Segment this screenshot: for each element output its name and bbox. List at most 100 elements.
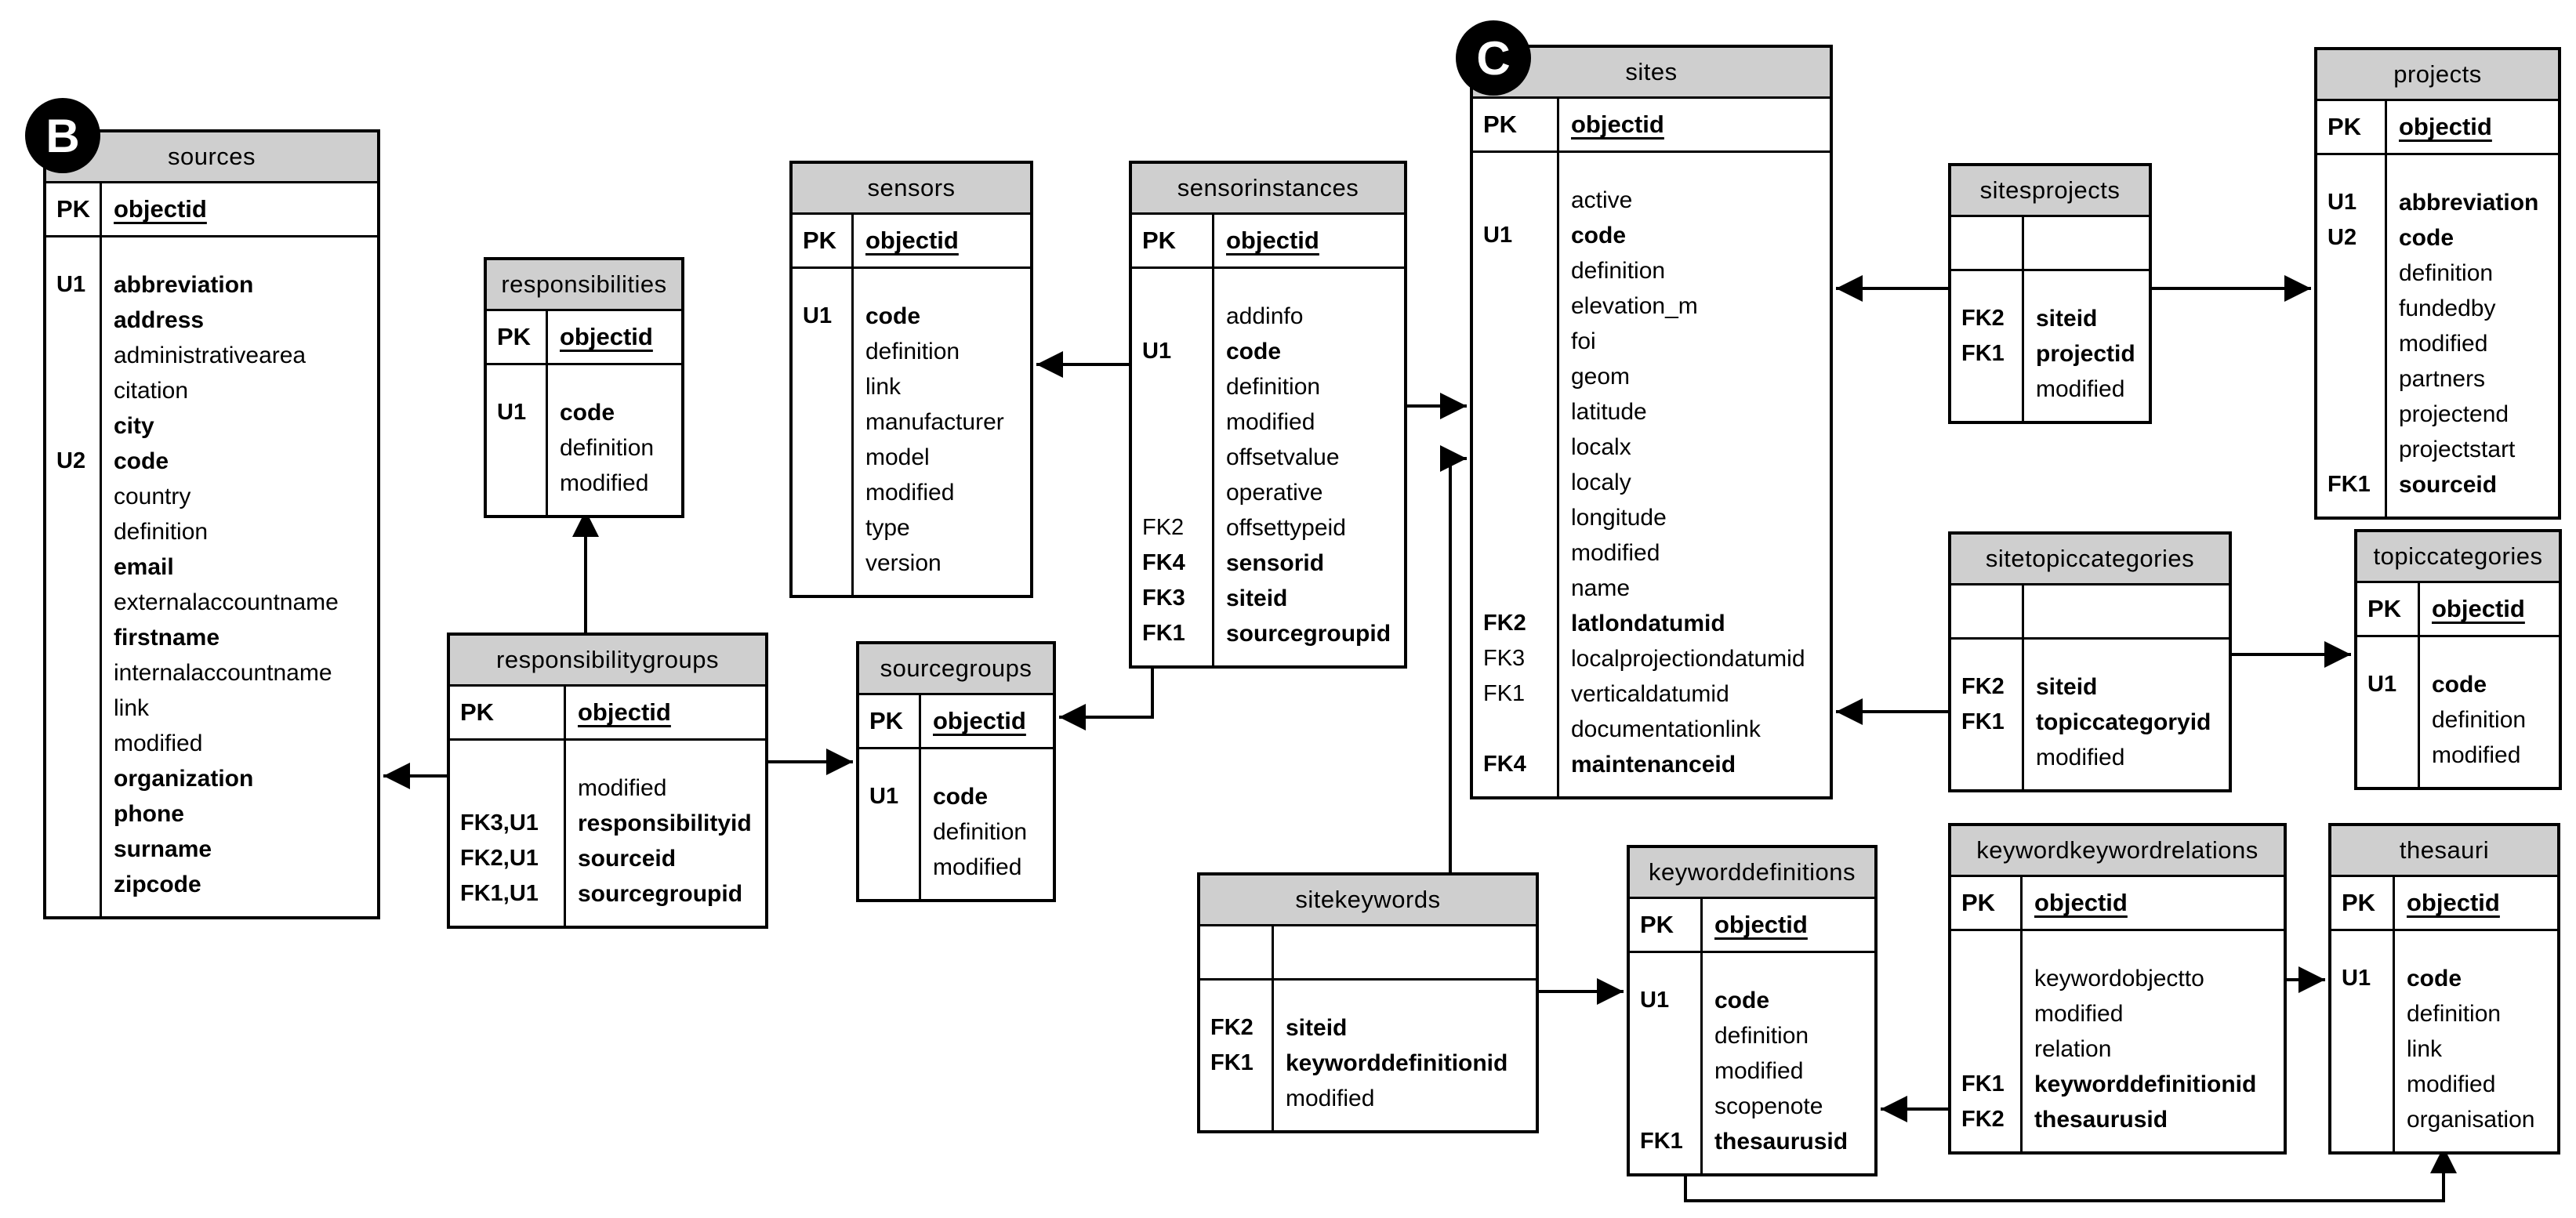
field-row: modified bbox=[46, 726, 377, 761]
pk-field-name: objectid bbox=[933, 707, 1026, 734]
field-name: modified bbox=[2034, 1000, 2124, 1027]
field-name: offsettypeid bbox=[1226, 514, 1346, 541]
table-title-label: sensors bbox=[867, 174, 956, 201]
field-name: modified bbox=[1226, 408, 1315, 435]
field-name: model bbox=[865, 444, 930, 470]
section-badge-b-label: B bbox=[45, 109, 80, 162]
field-key-label: U1 bbox=[56, 272, 86, 297]
pk-key-label: PK bbox=[497, 323, 532, 350]
field-name: externalaccountname bbox=[114, 589, 339, 615]
pk-key-label: PK bbox=[56, 195, 91, 223]
field-key-label: FK3 bbox=[1142, 585, 1185, 611]
field-name: definition bbox=[1714, 1022, 1809, 1049]
field-name: code bbox=[865, 303, 921, 329]
field-row: type bbox=[793, 510, 1030, 546]
field-name: elevation_m bbox=[1571, 292, 1698, 319]
table-title: keywordkeywordrelations bbox=[1951, 826, 2284, 877]
field-row: keywordobjectto bbox=[1951, 961, 2284, 996]
pk-key-label: PK bbox=[2367, 595, 2402, 622]
field-name: address bbox=[114, 306, 205, 333]
field-name: definition bbox=[1571, 257, 1666, 284]
field-row: modified bbox=[487, 466, 681, 501]
field-name: modified bbox=[1714, 1057, 1804, 1084]
field-name: definition bbox=[2407, 1000, 2502, 1027]
field-row: definition bbox=[2331, 996, 2557, 1031]
field-key-label: FK2 bbox=[1142, 515, 1185, 540]
field-name: foi bbox=[1571, 328, 1596, 354]
field-key-label: FK1 bbox=[2327, 472, 2371, 497]
field-name: latlondatumid bbox=[1571, 610, 1725, 636]
table-title: sitetopiccategories bbox=[1951, 535, 2229, 585]
field-key-label: FK3 bbox=[1483, 646, 1526, 671]
table-title: sourcegroups bbox=[859, 644, 1053, 695]
field-name: keywordobjectto bbox=[2034, 965, 2204, 991]
relation-sitekeywords-sites bbox=[1440, 445, 1467, 872]
field-row: active bbox=[1473, 183, 1830, 218]
field-row: modified bbox=[2357, 738, 2559, 773]
field-name: city bbox=[114, 412, 154, 439]
field-name: sensorid bbox=[1226, 549, 1325, 576]
field-row: modified bbox=[1132, 404, 1404, 440]
field-row: definition bbox=[793, 334, 1030, 369]
field-name: modified bbox=[560, 469, 649, 496]
field-name: code bbox=[1226, 338, 1282, 364]
field-name: code bbox=[2432, 671, 2487, 698]
field-row: addinfo bbox=[1132, 299, 1404, 334]
field-key-label: U2 bbox=[56, 448, 86, 473]
field-row: citation bbox=[46, 373, 377, 408]
table-title: responsibilities bbox=[487, 260, 681, 311]
field-key-label: U1 bbox=[869, 784, 899, 809]
pk-key-label: PK bbox=[460, 698, 495, 726]
field-name: scopenote bbox=[1714, 1093, 1823, 1119]
field-row: definition bbox=[859, 814, 1053, 850]
table-title: sites bbox=[1473, 48, 1830, 99]
primary-key-row bbox=[1200, 926, 1536, 981]
field-name: country bbox=[114, 483, 191, 509]
field-row: address bbox=[46, 303, 377, 338]
pk-key-label: PK bbox=[2342, 889, 2376, 916]
field-row: surname bbox=[46, 832, 377, 867]
field-name: email bbox=[114, 553, 174, 580]
field-name: modified bbox=[114, 730, 203, 756]
relation-keyworddefinitions-thesauri bbox=[1684, 1147, 2457, 1202]
field-name: localx bbox=[1571, 433, 1631, 460]
table-title: sitekeywords bbox=[1200, 875, 1536, 926]
field-row: localy bbox=[1473, 465, 1830, 500]
field-name: offsetvalue bbox=[1226, 444, 1340, 470]
field-name: active bbox=[1571, 187, 1633, 213]
field-name: sourceid bbox=[2399, 471, 2498, 498]
field-row: localx bbox=[1473, 430, 1830, 465]
field-name: type bbox=[865, 514, 910, 541]
table-title: projects bbox=[2317, 50, 2558, 101]
pk-field-name: objectid bbox=[1714, 911, 1808, 938]
field-name: verticaldatumid bbox=[1571, 680, 1729, 707]
field-name: modified bbox=[578, 774, 667, 801]
field-row: definition bbox=[1630, 1018, 1874, 1053]
pk-field-name: objectid bbox=[1226, 227, 1319, 254]
